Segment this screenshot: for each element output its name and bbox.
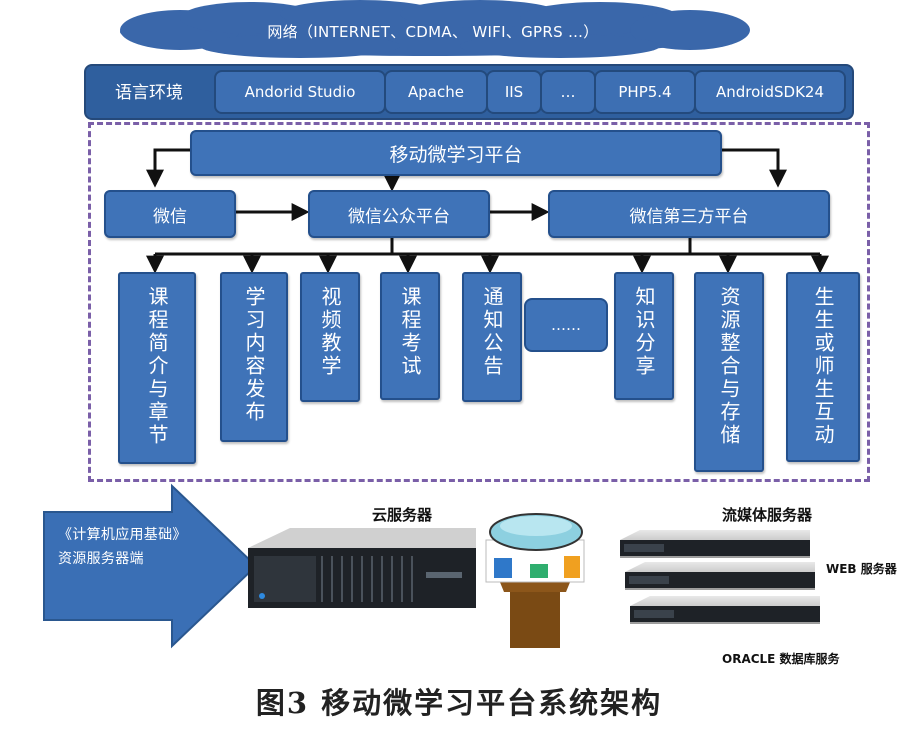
figure-caption: 图3 移动微学习平台系统架构 bbox=[255, 686, 663, 720]
wechat-third-party-platform-box: 微信第三方平台 bbox=[548, 190, 830, 238]
client-arrow-label: 《计算机应用基础》资源服务器端 bbox=[58, 527, 187, 567]
client-arrow-shape bbox=[43, 483, 258, 649]
module-course-exam: 课程考试 bbox=[380, 272, 440, 400]
apache-box: Apache bbox=[384, 70, 488, 114]
module-video-teaching: 视频教学 bbox=[300, 272, 360, 402]
module-course-intro: 课程简介与章节 bbox=[118, 272, 196, 464]
wechat-public-platform-box: 微信公众平台 bbox=[308, 190, 490, 238]
module-more-ellipsis: …… bbox=[524, 298, 608, 352]
oracle-db-label: ORACLE 数据库服务 bbox=[722, 652, 840, 666]
web-server-label: WEB 服务器 bbox=[826, 562, 897, 576]
mobile-micro-learning-platform-box: 移动微学习平台 bbox=[190, 130, 722, 176]
module-resource-integration: 资源整合与存储 bbox=[694, 272, 764, 472]
wechat-box: 微信 bbox=[104, 190, 236, 238]
network-cloud-label: 网络（INTERNET、CDMA、 WIFI、GPRS …） bbox=[267, 22, 599, 41]
module-content-publish: 学习内容发布 bbox=[220, 272, 288, 442]
php-box: PHP5.4 bbox=[594, 70, 696, 114]
streaming-server-image bbox=[620, 530, 820, 624]
module-knowledge-sharing: 知识分享 bbox=[614, 272, 674, 400]
streaming-server-label: 流媒体服务器 bbox=[722, 506, 813, 524]
cloud-server-image bbox=[248, 528, 476, 608]
android-sdk-box: AndroidSDK24 bbox=[694, 70, 846, 114]
ellipsis-box: … bbox=[540, 70, 596, 114]
network-cloud-shape bbox=[120, 0, 750, 58]
cloud-server-label: 云服务器 bbox=[372, 506, 433, 524]
module-notice: 通知公告 bbox=[462, 272, 522, 402]
android-studio-box: Andorid Studio bbox=[214, 70, 386, 114]
platform-boundary bbox=[88, 122, 870, 482]
language-env-label: 语言环境 bbox=[115, 82, 183, 103]
module-interaction: 生生或师生互动 bbox=[786, 272, 860, 462]
database-symbol bbox=[485, 513, 585, 648]
iis-box: IIS bbox=[486, 70, 542, 114]
connector-lines bbox=[146, 148, 829, 274]
